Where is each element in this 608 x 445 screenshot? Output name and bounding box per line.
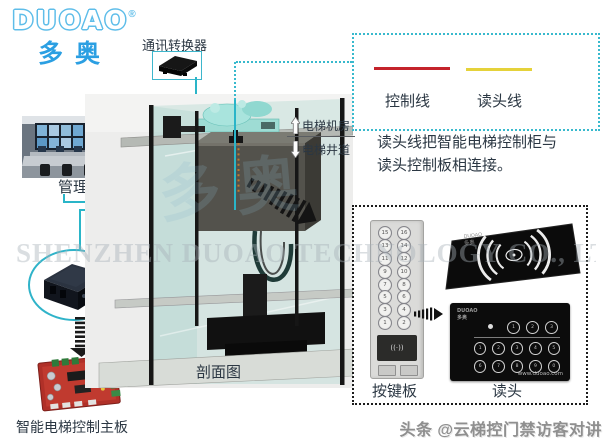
dotted-line-vertical: [234, 62, 236, 100]
reader-brand-en: DUOAO: [457, 308, 478, 314]
reader-key: 0: [547, 360, 561, 373]
control-line-sample: [374, 67, 450, 70]
hollow-up-arrow-icon: [291, 117, 300, 134]
signal-arrow: [414, 306, 444, 327]
reader-key: 6: [474, 360, 487, 373]
legend-box: 控制线 读头线: [352, 33, 600, 131]
rf-symbol-icon: ((·)): [390, 344, 404, 352]
control-line-label: 控制线: [385, 94, 431, 110]
reader-key: 1: [474, 342, 487, 355]
registered-mark: ®: [128, 9, 136, 20]
reader-key: 7: [492, 360, 505, 373]
elevator-section-image: [85, 86, 354, 393]
footer-watermark: 头条 @云梯控门禁访客对讲: [399, 422, 602, 439]
converter-image: [152, 51, 202, 80]
keypad-floor-button: 11: [378, 251, 392, 266]
keypad-floor-button: 9: [378, 264, 392, 279]
machine-room-label: 电梯机房: [302, 119, 351, 133]
card-reader-brand-text: DUOAO: [464, 232, 483, 240]
caption-line2: 读头控制板相连接。: [377, 158, 513, 174]
caption-line1: 读头线把智能电梯控制柜与: [377, 135, 558, 151]
keypad-floor-button: 7: [378, 277, 392, 292]
reader-indicator-icon: [488, 324, 493, 329]
striped-diagonal-arrow-icon: [246, 177, 317, 225]
converter-label: 通讯转换器: [142, 38, 208, 53]
card-reader-brand-cn: 多奥: [463, 238, 475, 247]
reader-key: 2: [492, 342, 505, 355]
reader-line-sample: [466, 68, 532, 71]
keypad-floor-button: 8: [397, 277, 411, 292]
keypad-card-reader: ((·)): [377, 335, 417, 361]
reader-url-text: www.duoao.com: [517, 371, 563, 377]
caption-text: 读头线把智能电梯控制柜与 读头控制板相连接。: [377, 132, 557, 178]
reader-key: 3: [545, 321, 558, 334]
mainboard-label: 智能电梯控制主板: [16, 421, 128, 436]
keypad-floor-button: 12: [397, 251, 411, 266]
keypad-floor-button: 16: [397, 226, 411, 240]
floor-divider-line: [287, 136, 355, 137]
machine-room-row: 电梯机房: [291, 117, 350, 134]
card-reader-image: DUOAO 多奥: [442, 221, 584, 300]
keypad-floor-button: 3: [378, 303, 392, 318]
brand-logo: DUOAO® 多奥: [12, 6, 136, 70]
converter-device-icon: [159, 56, 197, 76]
reader-line-label: 读头线: [477, 94, 523, 110]
keypad-aux-button: [400, 365, 418, 376]
keypad-floor-button: 5: [378, 290, 392, 305]
keypad-floor-button: 1: [378, 316, 392, 331]
dotted-line-horizontal: [236, 61, 352, 63]
signal-arrow-icon: [414, 307, 443, 321]
keypad-aux-button: [378, 365, 396, 376]
keypad-floor-button: 10: [397, 264, 411, 279]
reader-brand-text: DUOAO 多奥: [457, 308, 477, 321]
keypad-floor-button: 2: [397, 316, 411, 331]
rf-wave-icon: [477, 228, 551, 282]
keypad-label: 按键板: [372, 384, 418, 400]
reader-key: 4: [529, 342, 542, 355]
section-view-label: 剖面图: [196, 365, 242, 381]
keypad-floor-button: 15: [378, 226, 392, 240]
reader-key: 8: [510, 360, 524, 373]
reader-key: 3: [510, 342, 524, 355]
brand-logo-text: DUOAO: [12, 6, 129, 36]
reader-key: 1: [507, 321, 520, 334]
keypad-floor-button: 4: [397, 303, 411, 318]
elevator-shaft-icon: [85, 94, 354, 389]
keypad-floor-button: 6: [397, 290, 411, 305]
brand-logo-cn: 多奥: [38, 40, 113, 68]
reader-brand-cn: 多奥: [457, 315, 468, 321]
shaft-label: 电梯井道: [302, 143, 351, 157]
keypad-floor-button: 13: [378, 238, 392, 253]
reader-label: 读头: [492, 384, 523, 400]
hollow-down-arrow-icon: [291, 141, 300, 158]
card-reader-icon: DUOAO 多奥: [445, 223, 581, 290]
shaft-row: 电梯井道: [291, 141, 350, 158]
keypad-floor-button: 14: [397, 238, 411, 253]
reader-key: 2: [526, 321, 539, 334]
reader-key: 5: [547, 342, 561, 355]
reader-key: 9: [529, 360, 542, 373]
car-to-devices-arrow: [243, 170, 341, 239]
